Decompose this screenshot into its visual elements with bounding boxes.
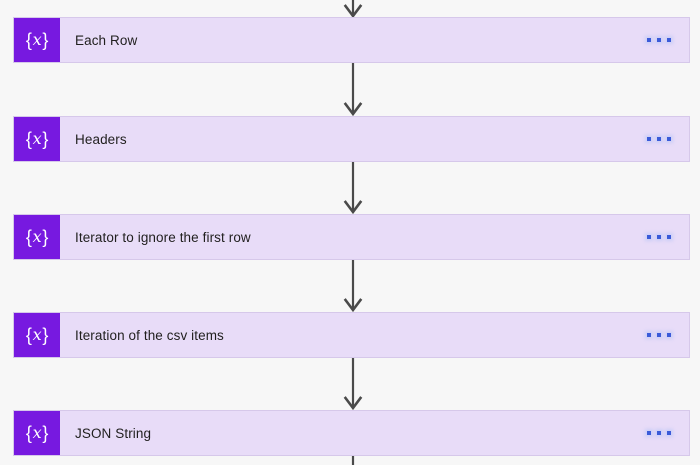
- flow-step-card[interactable]: {x} Each Row: [13, 17, 690, 63]
- arrow-down-icon: [343, 0, 363, 19]
- icon-brace-open: {: [25, 30, 32, 50]
- ellipsis-dot: [647, 431, 651, 435]
- connector-arrow-step-4-to-5: [341, 358, 365, 411]
- icon-glyph-x: x: [32, 423, 42, 442]
- icon-brace-close: }: [42, 227, 49, 247]
- ellipsis-dot: [647, 38, 651, 42]
- ellipsis-dot: [647, 235, 651, 239]
- icon-glyph-x: x: [32, 30, 42, 49]
- ellipsis-dot: [647, 333, 651, 337]
- connector-arrow-step-2-to-3: [341, 162, 365, 215]
- connector-arrow-step-3-to-4: [341, 260, 365, 313]
- compose-variable-icon: {x}: [14, 215, 60, 259]
- compose-variable-icon: {x}: [14, 313, 60, 357]
- flow-step-card[interactable]: {x} JSON String: [13, 410, 690, 456]
- icon-glyph-x: x: [32, 129, 42, 148]
- icon-brace-close: }: [42, 129, 49, 149]
- more-options-ellipsis-icon[interactable]: [647, 313, 689, 357]
- compose-variable-icon: {x}: [14, 18, 60, 62]
- icon-brace-open: {: [25, 227, 32, 247]
- icon-glyph-x: x: [32, 325, 42, 344]
- flow-step-label: Headers: [75, 131, 127, 147]
- icon-brace-close: }: [42, 423, 49, 443]
- flow-step-card[interactable]: {x} Headers: [13, 116, 690, 162]
- ellipsis-dot: [657, 431, 661, 435]
- more-options-ellipsis-icon[interactable]: [647, 18, 689, 62]
- icon-brace-close: }: [42, 325, 49, 345]
- flow-step-label: JSON String: [75, 425, 152, 441]
- ellipsis-dot: [657, 137, 661, 141]
- arrow-down-icon: [343, 260, 363, 313]
- connector-arrow-into-step-1: [341, 0, 365, 19]
- arrow-down-icon: [343, 63, 363, 117]
- ellipsis-dot: [657, 333, 661, 337]
- icon-brace-open: {: [25, 325, 32, 345]
- more-options-ellipsis-icon[interactable]: [647, 411, 689, 455]
- flow-step-label: Iteration of the csv items: [75, 327, 224, 343]
- more-options-ellipsis-icon[interactable]: [647, 215, 689, 259]
- flow-step-label: Iterator to ignore the first row: [75, 229, 251, 245]
- icon-glyph-x: x: [32, 227, 42, 246]
- ellipsis-dot: [667, 38, 671, 42]
- ellipsis-dot: [657, 38, 661, 42]
- arrow-down-icon: [343, 358, 363, 411]
- flow-step-label: Each Row: [75, 32, 138, 48]
- compose-variable-icon: {x}: [14, 117, 60, 161]
- compose-variable-icon: {x}: [14, 411, 60, 455]
- connector-arrow-step-1-to-2: [341, 63, 365, 117]
- icon-brace-open: {: [25, 129, 32, 149]
- connector-arrow-out-of-step-5: [341, 456, 365, 465]
- ellipsis-dot: [667, 431, 671, 435]
- icon-brace-open: {: [25, 423, 32, 443]
- flow-step-card[interactable]: {x} Iterator to ignore the first row: [13, 214, 690, 260]
- arrow-down-icon: [343, 162, 363, 215]
- flow-step-card[interactable]: {x} Iteration of the csv items: [13, 312, 690, 358]
- ellipsis-dot: [647, 137, 651, 141]
- arrow-down-icon: [351, 456, 355, 465]
- ellipsis-dot: [657, 235, 661, 239]
- ellipsis-dot: [667, 235, 671, 239]
- ellipsis-dot: [667, 333, 671, 337]
- ellipsis-dot: [667, 137, 671, 141]
- icon-brace-close: }: [42, 30, 49, 50]
- more-options-ellipsis-icon[interactable]: [647, 117, 689, 161]
